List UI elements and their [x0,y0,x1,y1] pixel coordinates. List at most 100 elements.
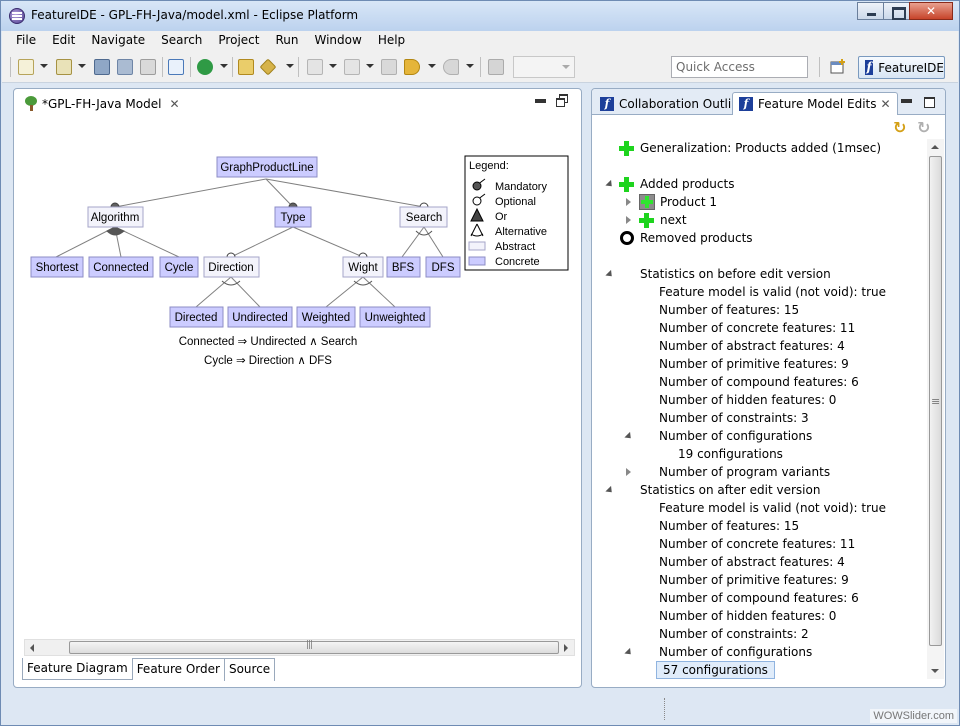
tree-item[interactable]: Number of concrete features: 11 [659,537,856,551]
legend[interactable]: Legend: Mandatory Optional Or Alternativ… [464,155,569,271]
new-project-icon[interactable] [56,59,72,75]
menu-project[interactable]: Project [218,33,260,47]
forward-dropdown-arrow-icon[interactable] [466,64,474,68]
previous-annotation-icon[interactable] [344,59,360,75]
minimize-editor-icon[interactable] [534,94,546,105]
minimize-view-icon[interactable] [900,94,912,105]
build-dropdown-arrow-icon[interactable] [286,64,294,68]
save-icon[interactable] [94,59,110,75]
feature-box-weighted[interactable] [296,306,356,328]
feature-box-search[interactable] [399,206,448,228]
scroll-right-icon[interactable] [557,640,574,655]
tree-item[interactable]: Number of primitive features: 9 [659,573,849,587]
feature-box-algorithm[interactable] [87,206,144,228]
maximize-editor-icon[interactable] [556,94,568,107]
minimize-button[interactable] [857,2,884,20]
tree-item[interactable]: Number of primitive features: 9 [659,357,849,371]
tree-item-generalization[interactable]: Generalization: Products added (1msec) [618,139,881,157]
expand-arrow-icon[interactable] [626,216,631,224]
next-annotation-dropdown-arrow-icon[interactable] [329,64,337,68]
tree-item-configurations-after[interactable]: Number of configurations [624,643,812,661]
tab-collaboration-outline[interactable]: f Collaboration Outli... [594,92,749,115]
previous-annotation-dropdown-arrow-icon[interactable] [366,64,374,68]
editor-tab-gpl-model[interactable]: *GPL-FH-Java Model ✕ [18,91,188,113]
tree-item-next[interactable]: next [626,211,687,229]
editor-horizontal-scrollbar[interactable] [24,639,575,656]
edits-vertical-scrollbar[interactable] [927,139,944,679]
feature-box-connected[interactable] [88,256,154,278]
open-type-icon[interactable] [168,59,184,75]
close-tab-icon[interactable]: ✕ [169,96,180,111]
feature-box-shortest[interactable] [30,256,84,278]
expand-arrow-icon[interactable] [626,198,631,206]
open-perspective-icon[interactable] [829,58,847,76]
feature-box-wight[interactable] [342,256,384,278]
feature-box-root[interactable] [216,156,318,178]
new-icon[interactable] [18,59,34,75]
feature-box-directed[interactable] [169,306,224,328]
tree-item[interactable]: Number of features: 15 [659,303,800,317]
tab-feature-model-edits[interactable]: f Feature Model Edits ✕ [732,92,898,115]
feature-box-type[interactable] [274,206,312,228]
refresh-icon[interactable] [893,118,909,137]
feature-box-dfs[interactable] [425,256,461,278]
tree-item-stats-after[interactable]: Statistics on after edit version [605,481,820,499]
feature-box-unweighted[interactable] [359,306,431,328]
tree-item[interactable]: Feature model is valid (not void): true [659,285,887,299]
tab-source[interactable]: Source [225,659,276,681]
next-annotation-icon[interactable] [307,59,323,75]
menu-search[interactable]: Search [161,33,203,47]
tree-item[interactable]: Feature model is valid (not void): true [659,501,887,515]
tree-item[interactable]: Number of constraints: 3 [659,411,809,425]
back-dropdown-arrow-icon[interactable] [428,64,436,68]
feature-box-undirected[interactable] [227,306,293,328]
close-window-button[interactable] [909,2,953,20]
constraint-1[interactable]: Connected ⇒ Undirected ∧ Search [179,336,358,348]
tree-item[interactable]: 19 configurations [678,447,783,461]
tree-item[interactable]: Number of hidden features: 0 [659,393,837,407]
expand-arrow-icon[interactable] [626,468,631,476]
tree-item[interactable]: Number of compound features: 6 [659,375,859,389]
tree-item[interactable]: Number of abstract features: 4 [659,339,845,353]
tree-item-stats-before[interactable]: Statistics on before edit version [605,265,831,283]
last-edit-location-icon[interactable] [381,59,397,75]
scroll-down-icon[interactable] [927,662,944,679]
tab-feature-diagram[interactable]: Feature Diagram [22,658,133,680]
close-tab-icon[interactable]: ✕ [880,97,891,111]
menu-window[interactable]: Window [314,33,362,47]
constraint-2[interactable]: Cycle ⇒ Direction ∧ DFS [204,355,332,367]
build-icon[interactable] [259,58,277,76]
open-folder-icon[interactable] [238,59,254,75]
tab-feature-order[interactable]: Feature Order [133,659,225,681]
tree-item-product-1[interactable]: Product 1 [626,193,717,211]
horizontal-scroll-thumb[interactable] [69,640,559,654]
feature-box-direction[interactable] [203,256,260,278]
menu-run[interactable]: Run [275,33,299,47]
feature-box-bfs[interactable] [386,256,421,278]
tree-item[interactable]: Number of features: 15 [659,519,800,533]
menu-help[interactable]: Help [377,33,406,47]
maximize-view-icon[interactable] [924,97,935,108]
run-icon[interactable] [197,59,213,75]
vertical-scroll-thumb[interactable] [929,156,942,646]
run-dropdown-arrow-icon[interactable] [220,64,228,68]
title-bar[interactable]: FeatureIDE - GPL-FH-Java/model.xml - Ecl… [1,1,959,31]
tree-item-added-products[interactable]: Added products [605,175,734,193]
save-all-icon[interactable] [117,59,133,75]
maximize-button[interactable] [883,2,910,20]
scroll-up-icon[interactable] [927,139,944,156]
tree-item[interactable]: Number of compound features: 6 [659,591,859,605]
feature-box-cycle[interactable] [159,256,199,278]
new-dropdown-arrow-icon[interactable] [40,64,48,68]
pin-editor-icon[interactable] [488,59,504,75]
quick-access-input[interactable]: Quick Access [671,56,808,78]
new-project-dropdown-arrow-icon[interactable] [78,64,86,68]
tree-item-removed-products[interactable]: Removed products [620,229,753,247]
print-icon[interactable] [140,59,156,75]
back-arrow-icon[interactable] [404,59,420,75]
featureide-perspective-button[interactable]: f FeatureIDE [858,56,945,79]
tree-item[interactable]: Number of hidden features: 0 [659,609,837,623]
tree-item-selected[interactable]: 57 configurations [656,661,775,679]
scroll-left-icon[interactable] [25,640,42,655]
tree-item[interactable]: Number of constraints: 2 [659,627,809,641]
